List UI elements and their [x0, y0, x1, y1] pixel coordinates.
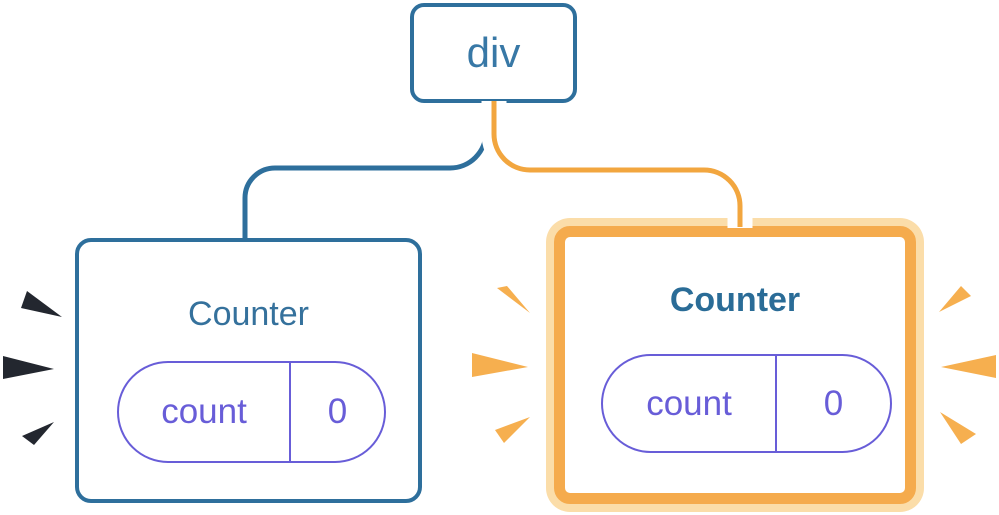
state-key-cell: count	[119, 363, 291, 461]
spark-orange-left-bottom-icon	[495, 417, 530, 443]
state-pill: count 0	[601, 354, 892, 453]
spark-dark-middle-icon	[3, 356, 54, 379]
counter-node-left: Counter count 0	[75, 238, 422, 503]
spark-dark-bottom-icon	[22, 422, 54, 445]
state-value-cell: 0	[823, 383, 844, 423]
counter-title-highlighted: Counter	[669, 281, 801, 319]
div-node-label: div	[466, 29, 521, 76]
edge-div-to-right-counter	[491, 101, 743, 227]
edge-div-to-left-counter	[242, 101, 489, 242]
state-key-cell: count	[603, 356, 777, 451]
spark-orange-left-top-icon	[497, 286, 530, 313]
spark-dark-top-icon	[21, 291, 62, 317]
div-node: div	[410, 3, 577, 103]
spark-orange-left-middle-icon	[472, 353, 528, 377]
counter-node-right-highlight-ring: Counter count 0	[546, 218, 924, 512]
spark-orange-right-bottom-icon	[940, 412, 976, 444]
counter-title: Counter	[188, 295, 309, 333]
spark-orange-right-top-icon	[939, 286, 971, 312]
edge-div-to-right-counter-outline	[481, 101, 753, 228]
spark-orange-right-middle-icon	[941, 355, 996, 378]
state-value-cell: 0	[327, 392, 348, 431]
state-pill: count 0	[117, 361, 386, 463]
